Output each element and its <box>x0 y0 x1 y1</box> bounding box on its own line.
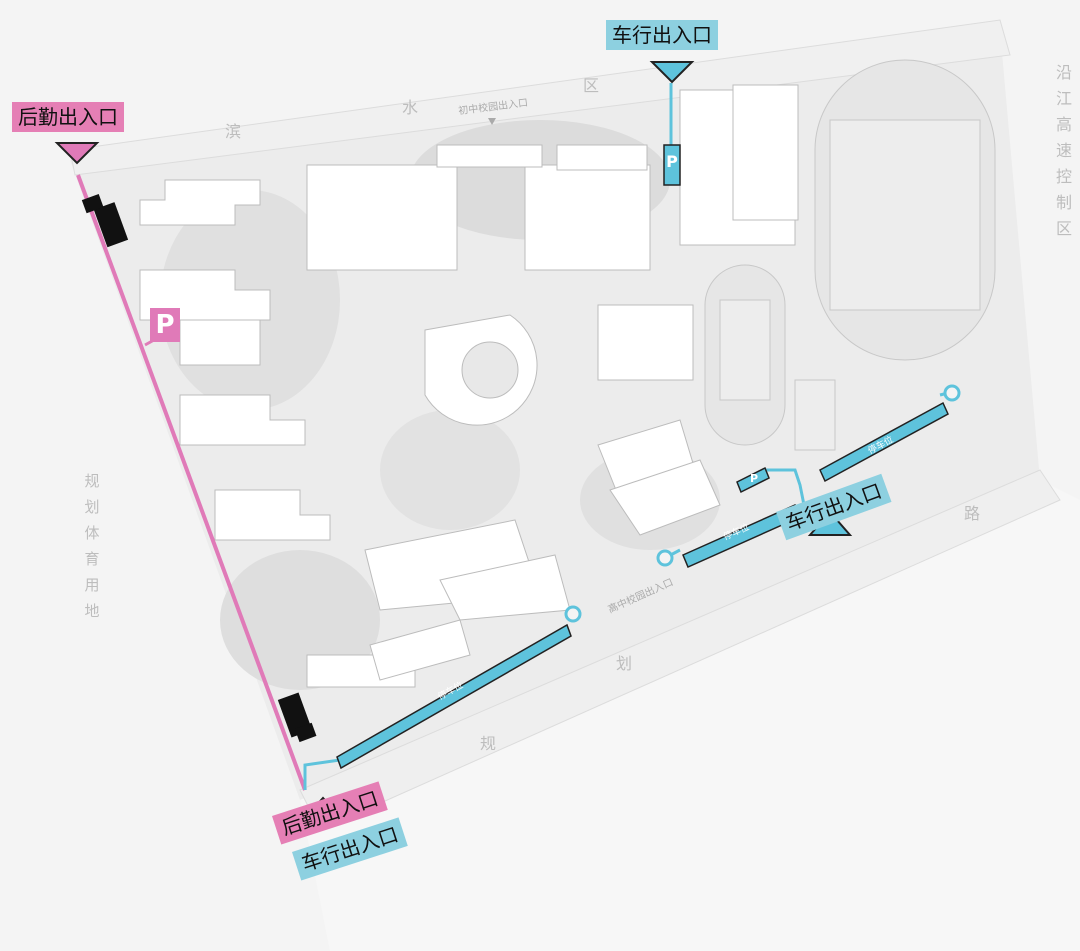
building-block <box>139 179 261 226</box>
route-node <box>564 605 582 623</box>
teaching-building <box>609 459 721 536</box>
vehicle-parking-icon-east: P <box>749 472 759 485</box>
north-road-char-1: 滨 <box>225 122 242 141</box>
route-node <box>943 384 961 402</box>
football-field <box>829 119 981 311</box>
north-road-char-3: 区 <box>583 76 600 95</box>
north-road-char-2: 水 <box>402 98 419 117</box>
vehicle-route-link <box>765 468 807 511</box>
truck-icon <box>277 692 317 743</box>
vehicle-entrance-label-north: 车行出入口 <box>606 20 718 50</box>
teaching-building <box>306 164 458 271</box>
teaching-building <box>524 164 651 271</box>
dormitory <box>214 489 331 541</box>
vehicle-parking-icon-north: P <box>666 152 678 171</box>
building-block <box>556 144 648 171</box>
library-building <box>597 304 694 381</box>
basketball-court <box>719 299 771 401</box>
south-road-char-3: 路 <box>964 504 981 523</box>
south-road-char-2: 划 <box>616 654 633 673</box>
gate-arrow-icon <box>488 118 496 125</box>
buildings <box>139 84 799 688</box>
central-courtyard <box>461 341 519 399</box>
dormitory <box>179 394 306 446</box>
gymnasium-wing <box>732 84 799 221</box>
logistics-route <box>76 174 307 791</box>
dormitory <box>139 269 271 321</box>
logistics-entrance-marker-north <box>54 142 100 165</box>
east-zone-label: 沿江高速控制区 <box>1056 63 1073 238</box>
building-block <box>436 144 543 168</box>
green-area <box>380 410 520 530</box>
west-zone-label: 规划体育用地 <box>84 472 100 620</box>
parking-slot-small <box>736 466 770 494</box>
riverside-area <box>300 480 1080 951</box>
truck-icon <box>81 193 129 248</box>
teaching-building <box>369 619 471 681</box>
vehicle-route-south-link <box>303 758 341 790</box>
logistics-entrance-label-north: 后勤出入口 <box>12 102 124 132</box>
sports-court <box>794 379 836 451</box>
logistics-parking-icon: P <box>150 308 180 342</box>
vehicle-entrance-marker-north <box>649 61 695 84</box>
south-road-char-1: 规 <box>480 734 497 753</box>
route-node <box>656 549 674 567</box>
parking-slot-north <box>663 144 681 186</box>
dormitory <box>179 319 261 366</box>
